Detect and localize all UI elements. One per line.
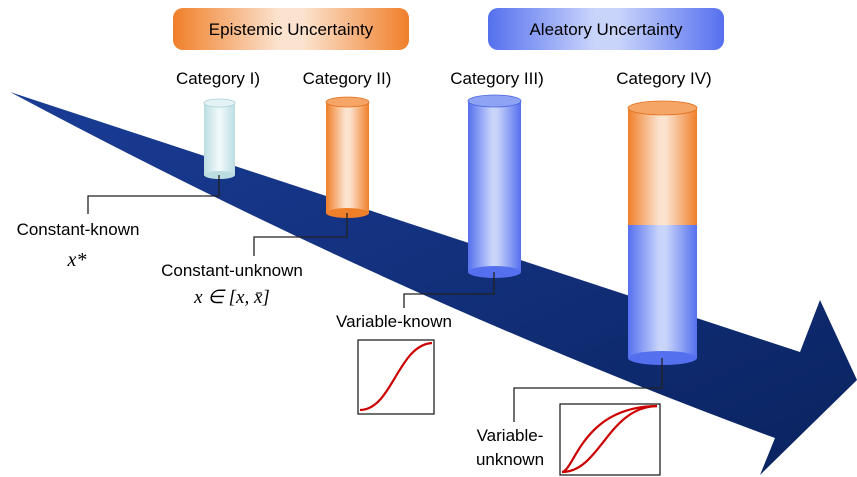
aleatory-header-label: Aleatory Uncertainty xyxy=(529,20,683,39)
variable-unknown-label-2: unknown xyxy=(476,450,544,469)
epistemic-header: Epistemic Uncertainty xyxy=(173,8,409,50)
variable-known-cdf-plot xyxy=(357,339,435,415)
category-3-cylinder xyxy=(467,94,522,278)
category-1-label: Category I) xyxy=(176,69,260,88)
variable-unknown-pbox-plot xyxy=(559,403,661,476)
variable-unknown-label-1: Variable- xyxy=(477,426,544,445)
cdf-curve xyxy=(359,341,433,412)
progression-arrow xyxy=(10,92,857,475)
epistemic-header-label: Epistemic Uncertainty xyxy=(209,20,374,39)
constant-known-label: Constant-known xyxy=(17,220,140,239)
category-2-cylinder xyxy=(325,96,370,218)
constant-known-math: x* xyxy=(67,249,87,271)
aleatory-header: Aleatory Uncertainty xyxy=(488,8,724,50)
category-1-cylinder xyxy=(203,98,236,179)
category-2-label: Category II) xyxy=(303,69,392,88)
category-3-label: Category III) xyxy=(450,69,544,88)
category-4-cylinder xyxy=(627,100,698,365)
constant-unknown-label: Constant-unknown xyxy=(161,261,303,280)
category-4-label: Category IV) xyxy=(616,69,711,88)
variable-known-label: Variable-known xyxy=(336,312,452,331)
pbox-upper-curve xyxy=(561,404,658,474)
leader-lines xyxy=(87,175,663,422)
constant-unknown-math: x ∈ [x, x̄] xyxy=(193,287,270,308)
pbox-lower-curve xyxy=(561,404,658,474)
